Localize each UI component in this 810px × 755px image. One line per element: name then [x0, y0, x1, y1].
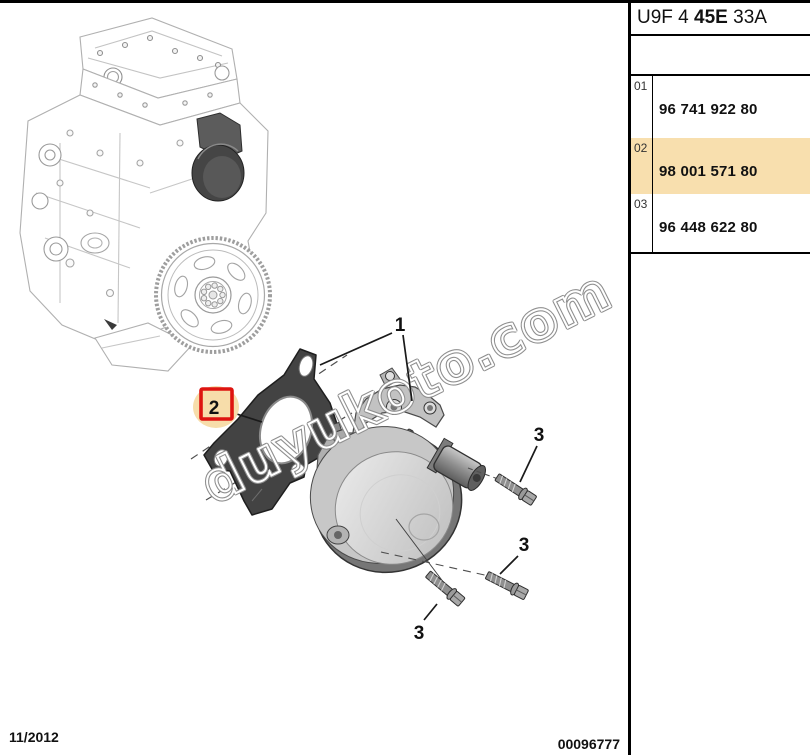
part-number: 96 741 922 80 [659, 101, 758, 118]
bolt-axis-lines [380, 467, 499, 584]
part-code-prefix: U9F 4 [637, 7, 695, 28]
description-box [631, 36, 810, 76]
part-code-header: U9F 4 45E 33A [631, 3, 810, 36]
callout-2-marker[interactable]: 2 [193, 386, 239, 428]
footer-date: 11/2012 [9, 729, 59, 745]
part-row-01[interactable]: 01 96 741 922 80 [631, 76, 810, 138]
callout-3b-label[interactable]: 3 [519, 535, 530, 556]
mounting-bolt-b [485, 571, 529, 600]
row-index: 01 [631, 76, 653, 138]
mounting-bolt-a [494, 473, 537, 506]
part-row-02-selected[interactable]: 02 98 001 571 80 [631, 138, 810, 194]
flywheel [154, 236, 272, 354]
vacuum-pump [309, 367, 486, 574]
footer-document-number: 00096777 [557, 736, 620, 752]
part-row-03[interactable]: 03 96 448 622 80 [631, 194, 810, 252]
row-index: 03 [631, 194, 653, 252]
parts-panel: U9F 4 45E 33A 01 96 741 922 80 02 98 001… [628, 3, 810, 755]
part-code-bold: 45E [694, 7, 728, 28]
gasket-part [203, 348, 341, 516]
engine-mounted-pump [104, 112, 245, 330]
callout-3a-label[interactable]: 3 [534, 425, 545, 446]
callout-2-label: 2 [209, 398, 220, 419]
row-index: 02 [631, 138, 653, 194]
part-number: 96 448 622 80 [659, 219, 758, 236]
part-code-suffix: 33A [727, 7, 767, 28]
mounting-bolt-c [425, 570, 466, 607]
callout-1-label[interactable]: 1 [395, 315, 406, 336]
parts-list: 01 96 741 922 80 02 98 001 571 80 03 96 … [631, 76, 810, 254]
exploded-view-diagram: duyukoto.com duyukoto.com 1 3 3 3 2 [19, 17, 623, 644]
part-number: 98 001 571 80 [659, 163, 758, 180]
callout-3c-label[interactable]: 3 [414, 623, 425, 644]
